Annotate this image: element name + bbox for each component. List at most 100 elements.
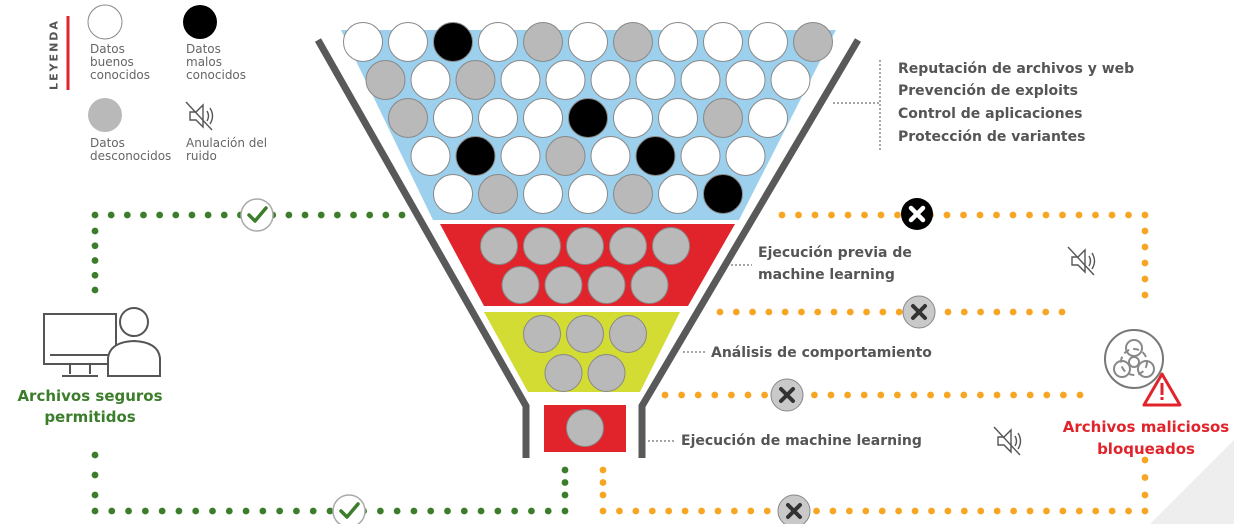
funnel-left-wall: [314, 38, 530, 458]
path-dot: [1141, 291, 1149, 299]
path-dot: [259, 507, 267, 515]
x-mark: [786, 503, 802, 519]
flow-paths: [91, 211, 1149, 515]
ball-white: [500, 60, 541, 100]
path-dot: [1076, 391, 1084, 399]
ball-white: [523, 174, 563, 214]
path-dot: [813, 507, 820, 515]
path-dot: [911, 507, 919, 515]
legend-noise-label: Anulación del ruido: [186, 136, 268, 163]
path-dot: [599, 479, 607, 486]
ball-white: [500, 136, 541, 176]
path-dot: [993, 391, 1001, 399]
stage-top-line-1: Reputación de archivos y web: [898, 61, 1135, 77]
path-dot: [366, 211, 374, 219]
ball-white: [568, 22, 608, 62]
ball-white: [523, 98, 563, 138]
path-dot: [732, 308, 740, 316]
path-dot: [749, 308, 756, 316]
path-dot: [993, 308, 1001, 316]
funnel-balls: [343, 22, 833, 447]
ball-black: [455, 136, 496, 176]
path-dot: [410, 507, 418, 515]
ball-black: [703, 174, 743, 214]
path-dot: [528, 507, 535, 515]
ball-gray: [609, 227, 647, 265]
ball-white: [410, 60, 451, 100]
path-dot: [1141, 491, 1149, 499]
path-dot: [1125, 507, 1132, 515]
path-dot: [716, 308, 724, 316]
path-dot: [1010, 391, 1017, 399]
path-dot: [1059, 211, 1066, 219]
path-dot: [393, 507, 401, 515]
path-dot: [1043, 507, 1050, 515]
ball-white: [635, 60, 676, 100]
path-dot: [993, 507, 1001, 515]
path-dot: [91, 286, 99, 294]
legend-black-dot: [183, 5, 217, 39]
path-dot: [1141, 259, 1149, 267]
ball-gray: [613, 174, 653, 214]
path-dot: [877, 391, 885, 399]
path-dot: [1026, 211, 1033, 219]
path-dot: [844, 391, 851, 399]
ball-black: [635, 136, 676, 176]
check-icon: [240, 198, 274, 232]
warning-icon: [1142, 372, 1182, 407]
path-dot: [1043, 391, 1051, 399]
path-dot: [1092, 507, 1100, 515]
path-dot: [616, 507, 623, 515]
path-dot: [1141, 474, 1149, 481]
path-dot: [91, 211, 99, 219]
noise-icon-upper: [1067, 246, 1096, 276]
path-dot: [928, 507, 935, 515]
ball-gray: [523, 315, 561, 353]
path-dot: [1010, 507, 1018, 515]
check-mark: [339, 502, 360, 519]
path-dot: [943, 391, 951, 399]
path-dot: [561, 479, 569, 486]
path-dot: [382, 211, 390, 219]
path-dot: [220, 211, 228, 219]
stage-top-line-4: Protección de variantes: [898, 129, 1086, 145]
path-dot: [1042, 211, 1050, 219]
ball-gray: [501, 266, 540, 304]
ball-white: [725, 136, 766, 176]
ball-gray: [544, 266, 583, 304]
path-dot: [1141, 227, 1149, 235]
path-dot: [317, 211, 325, 219]
path-dot: [156, 211, 164, 219]
path-dot: [827, 391, 835, 399]
path-dot: [665, 507, 673, 515]
path-dot: [91, 451, 99, 459]
path-dot: [1141, 456, 1149, 464]
malicious-files-line-2: bloqueados: [1097, 440, 1195, 458]
path-dot: [599, 507, 607, 515]
ball-white: [770, 60, 811, 100]
path-dot: [91, 471, 99, 479]
ball-white: [680, 60, 721, 100]
path-dot: [91, 242, 99, 250]
path-dot: [830, 308, 838, 316]
ball-white: [658, 22, 698, 62]
legend-good-label: Datos buenos conocidos: [90, 42, 151, 82]
path-dot: [1075, 211, 1083, 219]
ball-gray: [480, 227, 518, 265]
path-dot: [204, 211, 212, 219]
path-dot: [811, 391, 818, 399]
legend-white-dot: [87, 4, 123, 40]
path-dot: [761, 391, 768, 399]
ball-white: [703, 22, 743, 62]
path-dot: [350, 211, 357, 219]
ball-white: [748, 22, 788, 62]
corner-decoration: [1150, 440, 1234, 524]
path-dot: [544, 507, 552, 515]
computer-user-icon: [43, 307, 161, 377]
ball-white: [545, 60, 586, 100]
path-dot: [811, 211, 819, 219]
ball-gray: [478, 174, 518, 214]
path-dot: [242, 507, 250, 515]
ball-white: [478, 22, 518, 62]
